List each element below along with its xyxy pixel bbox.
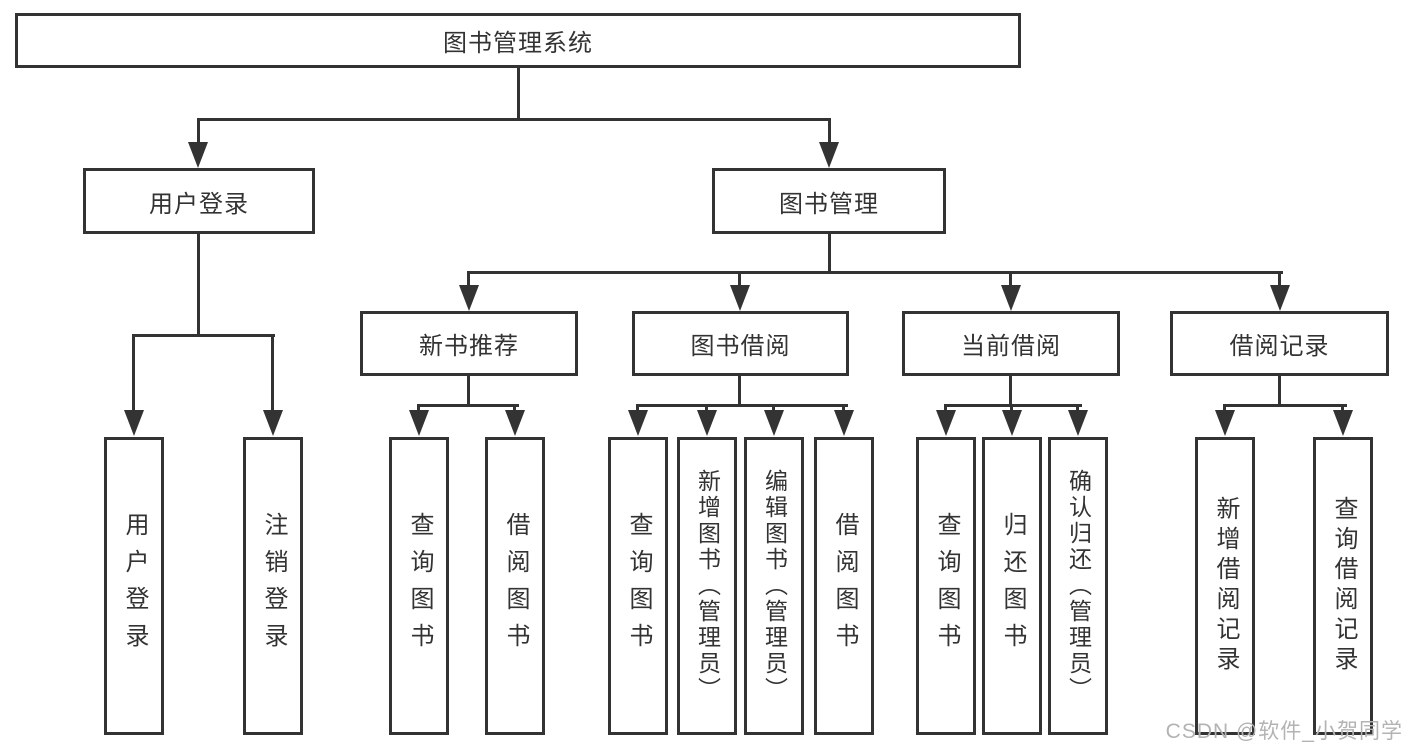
connector-arrowhead: [730, 285, 750, 311]
leaf-return-books: 归还图书: [982, 437, 1042, 735]
connector-arrowhead: [764, 410, 784, 436]
node-book-borrowing: 图书借阅: [632, 311, 849, 376]
connector-vline: [467, 376, 470, 407]
leaf-logout-login: 注销登录: [243, 437, 303, 735]
connector-arrowhead: [697, 410, 717, 436]
connector-arrowhead: [263, 410, 283, 436]
connector-hline: [467, 271, 1283, 274]
connector-vline: [842, 404, 845, 412]
connector-arrowhead: [124, 410, 144, 436]
connector-arrowhead: [1068, 410, 1088, 436]
connector-vline: [467, 271, 470, 287]
connector-vline: [513, 404, 516, 412]
connector-vline: [1076, 404, 1079, 412]
connector-vline: [1009, 376, 1012, 407]
connector-hline: [944, 404, 1082, 407]
connector-vline: [828, 118, 831, 146]
connector-arrowhead: [188, 142, 208, 168]
connector-vline: [417, 404, 420, 412]
connector-vline: [197, 234, 200, 337]
connector-vline: [271, 334, 274, 412]
connector-arrowhead: [1002, 410, 1022, 436]
connector-arrowhead: [1001, 285, 1021, 311]
watermark: CSDN @软件_小贺同学: [1165, 720, 1403, 743]
connector-vline: [944, 404, 947, 412]
connector-hline: [197, 118, 831, 121]
connector-vline: [828, 234, 831, 274]
connector-arrowhead: [936, 410, 956, 436]
connector-vline: [1278, 376, 1281, 407]
connector-vline: [772, 404, 775, 412]
connector-vline: [197, 118, 200, 146]
connector-arrowhead: [628, 410, 648, 436]
connector-hline: [1223, 404, 1347, 407]
connector-arrowhead: [819, 142, 839, 168]
connector-arrowhead: [1333, 410, 1353, 436]
leaf-add-borrow-record: 新增借阅记录: [1195, 437, 1255, 735]
connector-hline: [132, 334, 275, 337]
connector-arrowhead: [1270, 285, 1290, 311]
leaf-query-books-recommend: 查询图书: [389, 437, 449, 735]
connector-hline: [417, 404, 519, 407]
node-library-management-system: 图书管理系统: [15, 13, 1021, 68]
leaf-confirm-return-admin: 确认归还（管理员）: [1048, 437, 1108, 735]
leaf-query-borrow-record: 查询借阅记录: [1313, 437, 1373, 735]
connector-vline: [705, 404, 708, 412]
connector-vline: [636, 404, 639, 412]
connector-vline: [1223, 404, 1226, 412]
leaf-query-books-borrow: 查询图书: [608, 437, 668, 735]
node-user-login: 用户登录: [83, 168, 315, 234]
connector-vline: [517, 68, 520, 121]
leaf-add-books-admin: 新增图书（管理员）: [677, 437, 737, 735]
connector-vline: [1010, 404, 1013, 412]
connector-vline: [738, 271, 741, 287]
connector-vline: [1278, 271, 1281, 287]
leaf-borrow-books: 借阅图书: [814, 437, 874, 735]
connector-arrowhead: [1215, 410, 1235, 436]
connector-arrowhead: [505, 410, 525, 436]
connector-arrowhead: [409, 410, 429, 436]
connector-vline: [1341, 404, 1344, 412]
connector-arrowhead: [834, 410, 854, 436]
connector-hline: [636, 404, 848, 407]
leaf-edit-books-admin: 编辑图书（管理员）: [744, 437, 804, 735]
node-new-book-recommendation: 新书推荐: [360, 311, 578, 376]
node-borrowing-records: 借阅记录: [1170, 311, 1389, 376]
leaf-user-login: 用户登录: [104, 437, 164, 735]
connector-vline: [738, 376, 741, 407]
node-book-management: 图书管理: [712, 168, 946, 234]
leaf-query-books-current: 查询图书: [916, 437, 976, 735]
leaf-borrow-books-recommend: 借阅图书: [485, 437, 545, 735]
connector-vline: [1009, 271, 1012, 287]
connector-vline: [132, 334, 135, 412]
node-current-borrowing: 当前借阅: [902, 311, 1120, 376]
connector-arrowhead: [459, 285, 479, 311]
